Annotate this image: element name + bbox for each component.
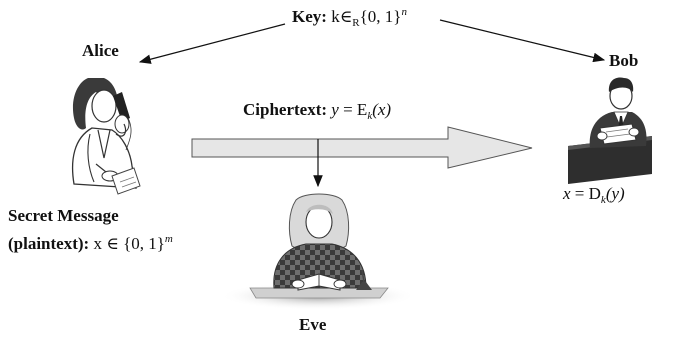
- bob-name: Bob: [609, 51, 639, 70]
- eve-name: Eve: [299, 315, 327, 334]
- alice-name: Alice: [82, 41, 119, 60]
- woman-at-desk-icon: [220, 193, 416, 310]
- ciphertext-label: Ciphertext: y = Ek(x): [243, 100, 392, 122]
- woman-on-phone-icon: [71, 78, 141, 195]
- key-arrow-to-bob: [439, 19, 606, 63]
- decryption-equation: x = Dk(y): [563, 184, 625, 206]
- plaintext-label: (plaintext): x ∈ {0, 1}m: [8, 233, 173, 253]
- ciphertext-channel-arrow: [191, 126, 533, 169]
- key-label: Key: k∈R{0, 1}n: [292, 6, 407, 29]
- secret-message-label: Secret Message: [8, 206, 119, 225]
- key-arrow-to-alice: [138, 23, 286, 64]
- man-at-desk-reading-icon: [568, 77, 652, 184]
